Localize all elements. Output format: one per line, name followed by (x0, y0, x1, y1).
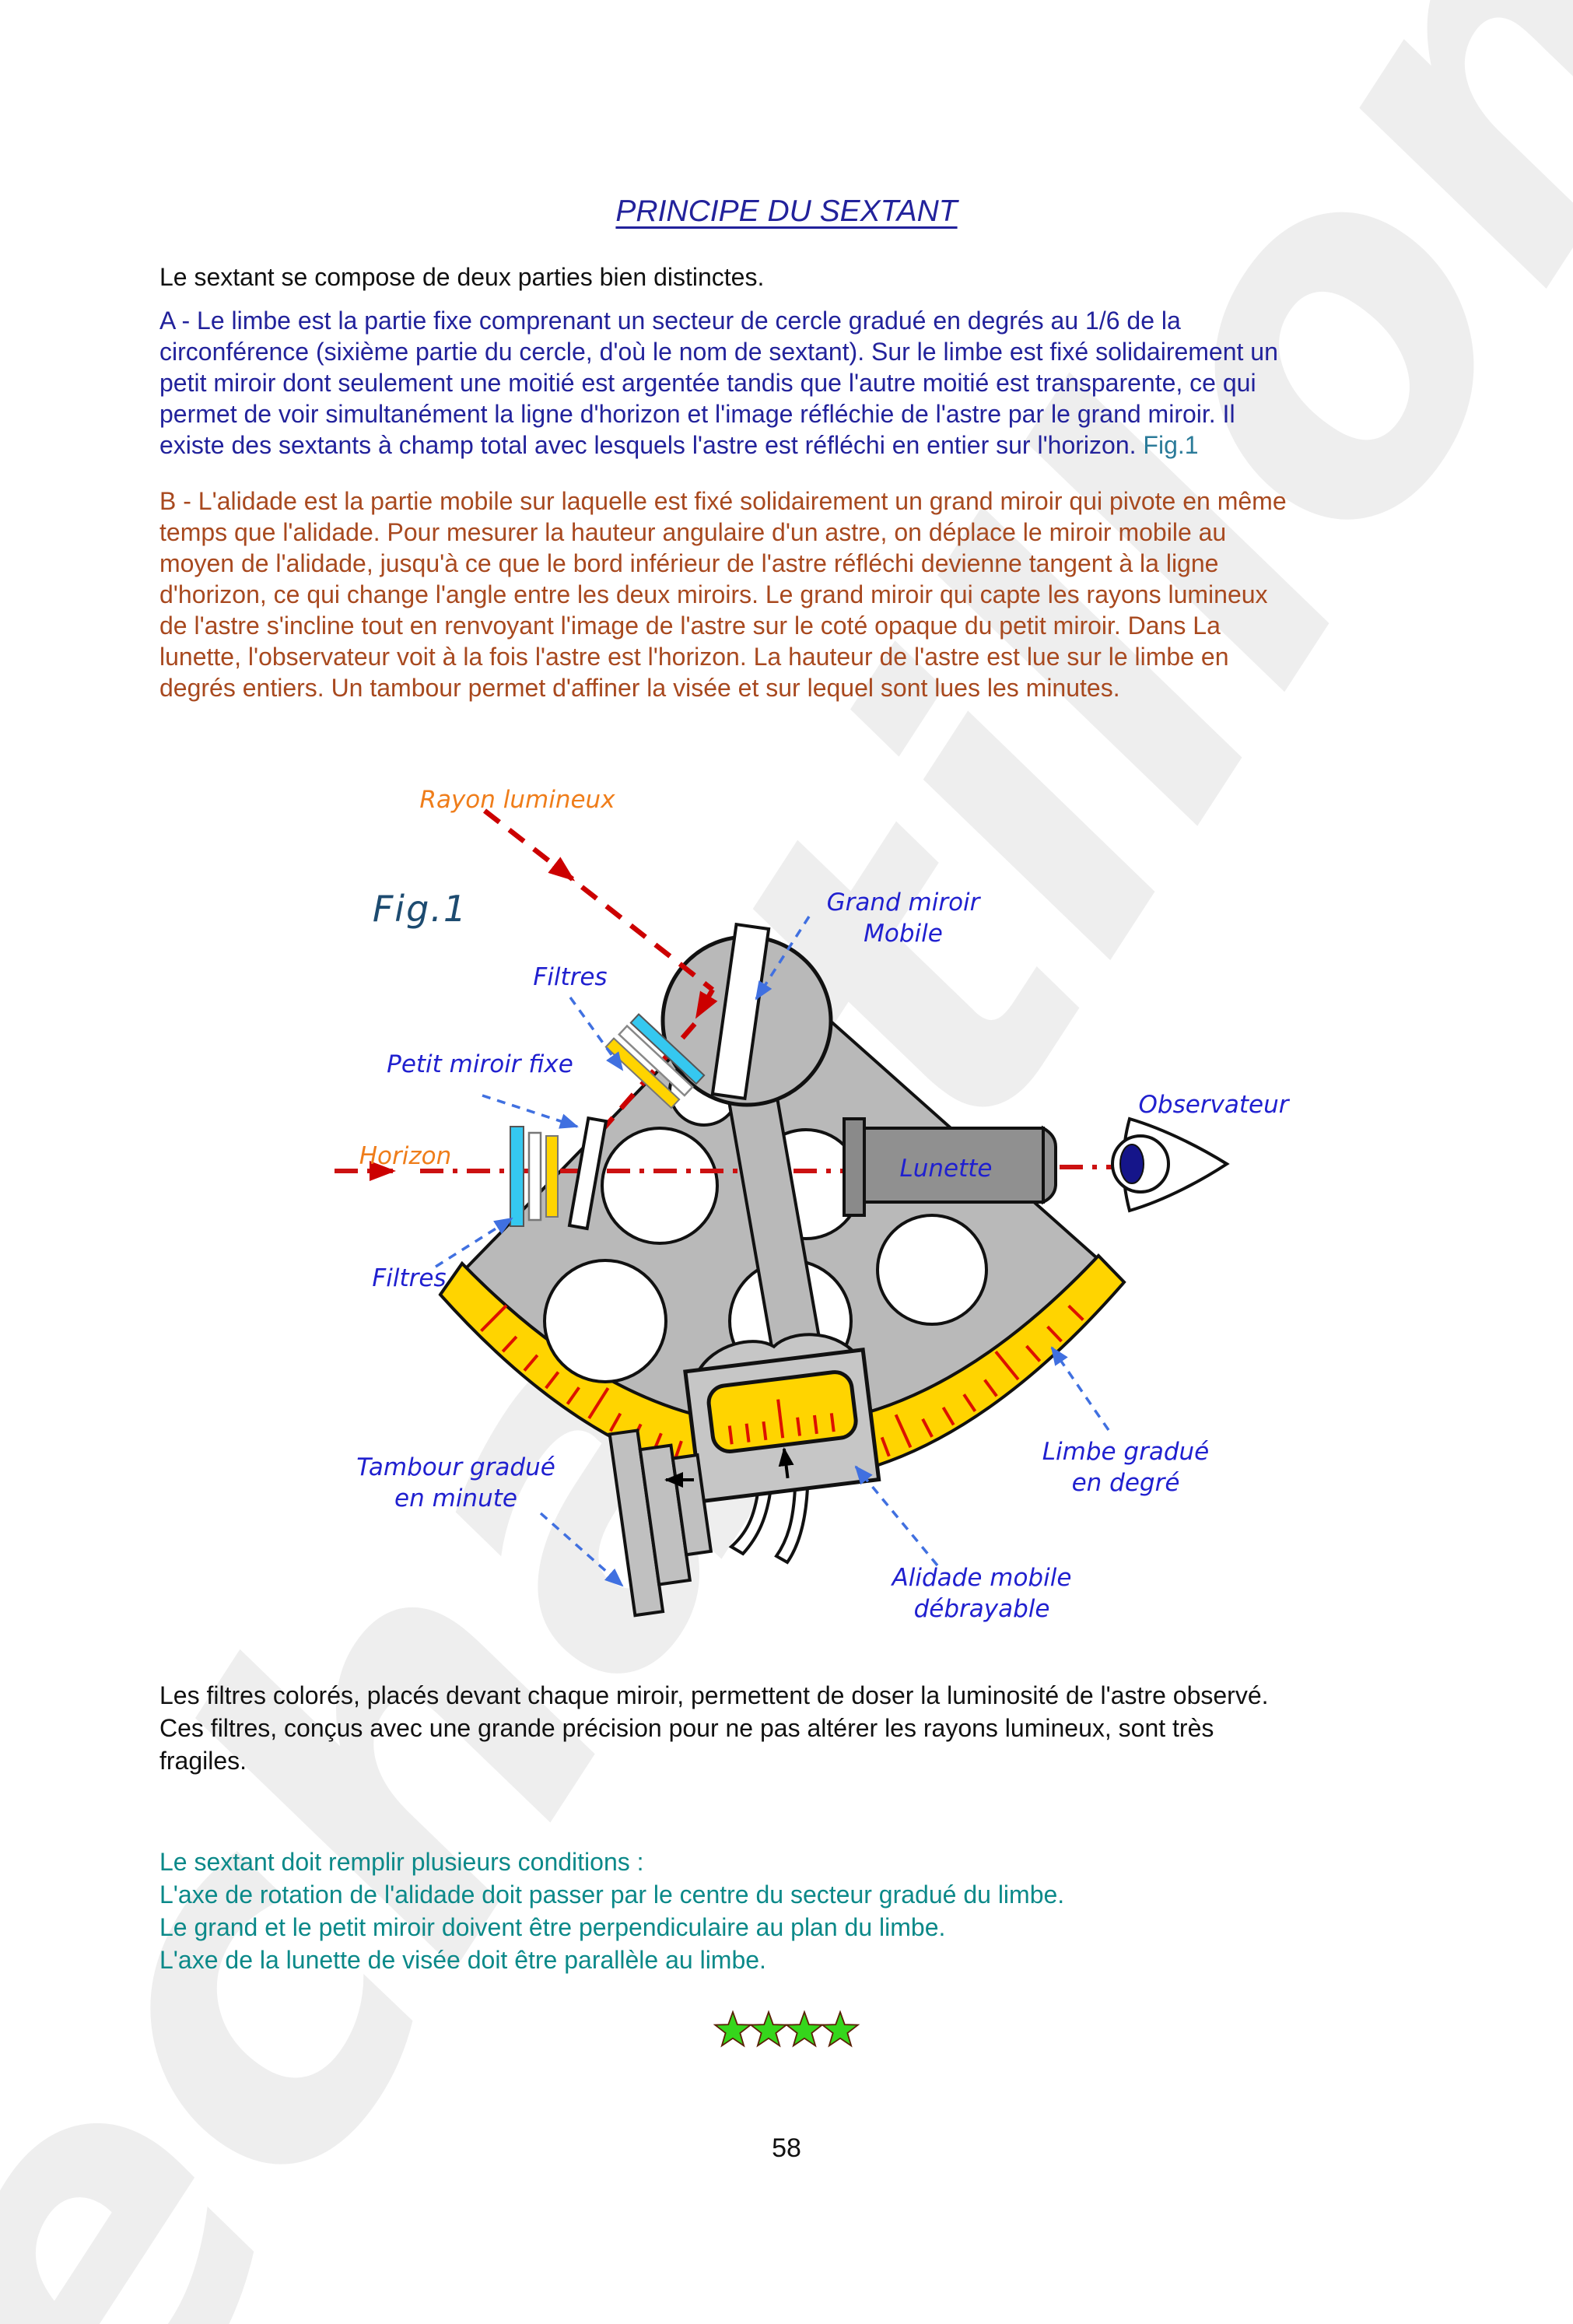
label-small-mirror: Petit miroir fixe (387, 1050, 573, 1078)
telescope (843, 1117, 1057, 1217)
small-mirror (567, 1116, 608, 1231)
label-big-mirror: Grand miroir Mobile (826, 889, 980, 948)
figure-reference: Fig.1 (1143, 431, 1199, 459)
label-observer: Observateur (1138, 1091, 1289, 1119)
index-window-ticks (727, 1399, 836, 1445)
section-b-paragraph: B - L'alidade est la partie mobile sur l… (159, 487, 1287, 702)
index-window (706, 1370, 858, 1453)
label-telescope: Lunette (899, 1155, 993, 1183)
intro-paragraph: Le sextant se compose de deux parties bi… (159, 263, 765, 291)
upper-filters (604, 1013, 706, 1109)
stars-group (713, 2010, 860, 2048)
horizon-line (335, 1161, 1117, 1181)
section-a-text: A - Le limbe est la partie fixe comprena… (159, 307, 1278, 459)
filters-note-paragraph: Les filtres colorés, placés devant chaqu… (159, 1681, 1269, 1775)
label-drum: Tambour gradué en minute (356, 1453, 555, 1513)
label-filters-top: Filtres (533, 963, 608, 991)
label-alidade: Alidade mobile débrayable (892, 1564, 1072, 1623)
figure-caption: Fig.1 (372, 888, 468, 930)
index-pointer-arrow (778, 1447, 794, 1479)
label-filters-bottom: Filtres (372, 1264, 447, 1292)
label-horizon: Horizon (359, 1142, 452, 1170)
page-title: PRINCIPE DU SEXTANT (615, 195, 958, 228)
index-legs (728, 1486, 810, 1565)
horizon-filters (510, 1126, 559, 1227)
eye-icon (1111, 1116, 1230, 1213)
label-arrows (435, 916, 1110, 1587)
page-number: 58 (772, 2133, 801, 2163)
big-mirror (710, 922, 771, 1101)
rating-stars (713, 2010, 860, 2048)
label-light-ray: Rayon lumineux (419, 786, 615, 814)
conditions-paragraph: Le sextant doit remplir plusieurs condit… (159, 1848, 1065, 1974)
section-a-paragraph: A - Le limbe est la partie fixe comprena… (159, 305, 1529, 461)
label-limb: Limbe gradué en degré (1042, 1438, 1210, 1497)
